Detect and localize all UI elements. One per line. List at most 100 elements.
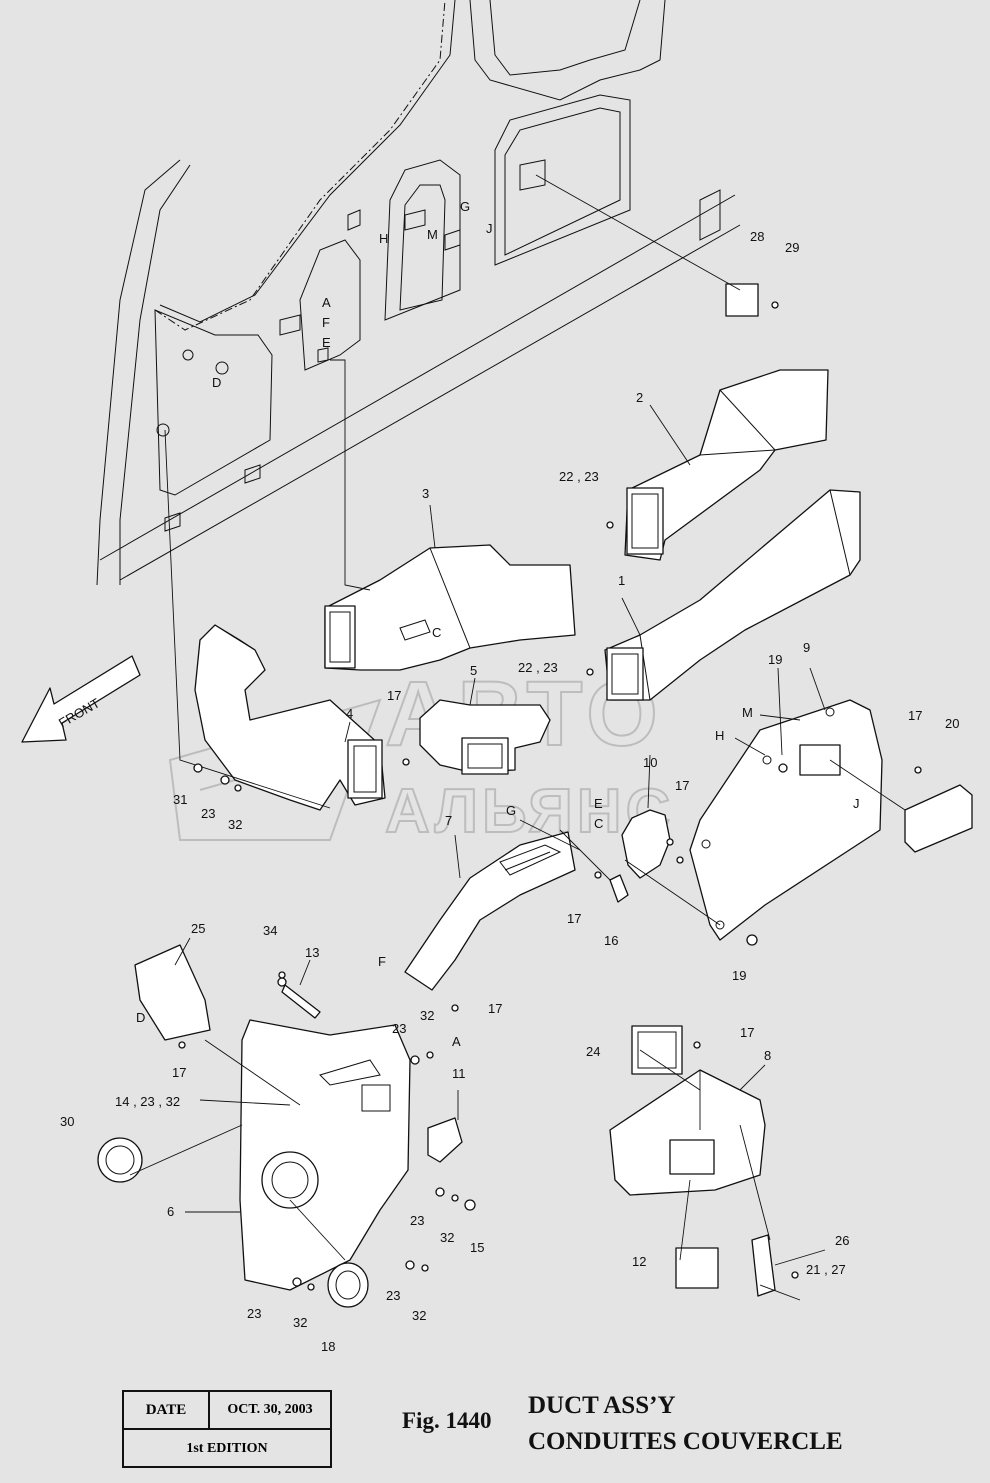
- callout-2: 2: [636, 390, 643, 405]
- callout-18: 18: [321, 1339, 335, 1354]
- callout-1: 1: [618, 573, 625, 588]
- duct-1: [604, 489, 861, 701]
- point-g-part7: G: [506, 803, 516, 818]
- callout-26: 26: [835, 1233, 849, 1248]
- part-8: [609, 1069, 766, 1196]
- callout-3: 3: [422, 486, 429, 501]
- part-callouts: 1 2 3 4 5 6 7 8 9 10 11 12 13 16 17 17 1…: [60, 229, 959, 1354]
- callout-14-23-32: 14 , 23 , 32: [115, 1094, 180, 1109]
- fasteners: [178, 301, 922, 1291]
- callout-17c: 17: [675, 778, 689, 793]
- callout-17f: 17: [172, 1065, 186, 1080]
- callout-9: 9: [803, 640, 810, 655]
- part-12: [675, 1247, 719, 1289]
- callout-11: 11: [452, 1066, 466, 1081]
- part-7: [404, 831, 576, 991]
- callout-17d: 17: [567, 911, 581, 926]
- callout-10: 10: [643, 755, 657, 770]
- part-24: [631, 1025, 683, 1075]
- callout-29: 29: [785, 240, 799, 255]
- callout-15: 15: [470, 1240, 484, 1255]
- callout-32a: 32: [228, 817, 242, 832]
- cab-wall: [96, 0, 741, 586]
- duct-4: [194, 624, 386, 811]
- point-j-part9: J: [853, 796, 860, 811]
- callout-22-23b: 22 , 23: [518, 660, 558, 675]
- part-25: [134, 944, 211, 1041]
- callout-30: 30: [60, 1114, 74, 1129]
- point-a-top: A: [322, 295, 331, 310]
- callout-7: 7: [445, 813, 452, 828]
- callout-20: 20: [945, 716, 959, 731]
- figure-title-en: DUCT ASS’Y: [528, 1392, 676, 1419]
- figure-number: Fig. 1440: [402, 1408, 492, 1433]
- part-16: [609, 874, 629, 903]
- part-5: [419, 699, 551, 775]
- callout-17e: 17: [488, 1001, 502, 1016]
- callout-8: 8: [764, 1048, 771, 1063]
- edition: 1st EDITION: [186, 1441, 268, 1456]
- part-9: [689, 699, 883, 941]
- callout-13: 13: [305, 945, 319, 960]
- point-c-part10: C: [594, 816, 603, 831]
- part-11: [427, 1117, 463, 1163]
- point-m-top: M: [427, 227, 438, 242]
- part-30: [97, 1137, 143, 1183]
- callout-23a: 23: [201, 806, 215, 821]
- callout-28: 28: [750, 229, 764, 244]
- front-arrow: FRONT: [21, 655, 141, 743]
- point-d-top: D: [212, 375, 221, 390]
- leader-lines: [129, 174, 906, 1301]
- callout-32b: 32: [420, 1008, 434, 1023]
- callout-19b: 19: [732, 968, 746, 983]
- callout-17b: 17: [908, 708, 922, 723]
- point-h-part9: H: [715, 728, 724, 743]
- callout-5: 5: [470, 663, 477, 678]
- callout-23d: 23: [386, 1288, 400, 1303]
- point-d-part25: D: [136, 1010, 145, 1025]
- callout-16: 16: [604, 933, 618, 948]
- callout-19a: 19: [768, 652, 782, 667]
- point-callouts: A F E D H M G J C M H J E C G F D A: [136, 199, 860, 1049]
- point-f-top: F: [322, 315, 330, 330]
- callout-6: 6: [167, 1204, 174, 1219]
- callout-24: 24: [586, 1044, 600, 1059]
- callout-21-27: 21 , 27: [806, 1262, 846, 1277]
- callout-23e: 23: [247, 1306, 261, 1321]
- callout-23c: 23: [410, 1213, 424, 1228]
- callout-17g: 17: [740, 1025, 754, 1040]
- duct-2: [624, 369, 829, 561]
- point-e-top: E: [322, 335, 331, 350]
- point-f-part7: F: [378, 954, 386, 969]
- figure-title-fr: CONDUITES COUVERCLE: [528, 1428, 843, 1455]
- callout-12: 12: [632, 1254, 646, 1269]
- callout-22-23a: 22 , 23: [559, 469, 599, 484]
- callout-25: 25: [191, 921, 205, 936]
- callout-32c: 32: [440, 1230, 454, 1245]
- part-26: [751, 1234, 776, 1297]
- callout-32e: 32: [293, 1315, 307, 1330]
- callout-23b: 23: [392, 1021, 406, 1036]
- point-c-duct3: C: [432, 625, 441, 640]
- point-m-part9: M: [742, 705, 753, 720]
- callout-34: 34: [263, 923, 277, 938]
- point-g-top: G: [460, 199, 470, 214]
- callout-31: 31: [173, 792, 187, 807]
- date-label: DATE: [124, 1392, 210, 1428]
- title-block: DATE OCT. 30, 2003 1st EDITION: [122, 1390, 332, 1468]
- callout-32d: 32: [412, 1308, 426, 1323]
- part-18: [327, 1262, 369, 1308]
- part-20: [904, 784, 973, 853]
- point-a-part6: A: [452, 1034, 461, 1049]
- part-28: [725, 283, 759, 317]
- duct-3: [324, 544, 576, 671]
- callout-4: 4: [346, 706, 353, 721]
- point-j-top: J: [486, 221, 493, 236]
- point-h-top: H: [379, 231, 388, 246]
- part-13: [281, 984, 321, 1019]
- callout-17a: 17: [387, 688, 401, 703]
- date-value: OCT. 30, 2003: [227, 1402, 313, 1417]
- part-6: [239, 1019, 411, 1291]
- point-e-part10: E: [594, 796, 603, 811]
